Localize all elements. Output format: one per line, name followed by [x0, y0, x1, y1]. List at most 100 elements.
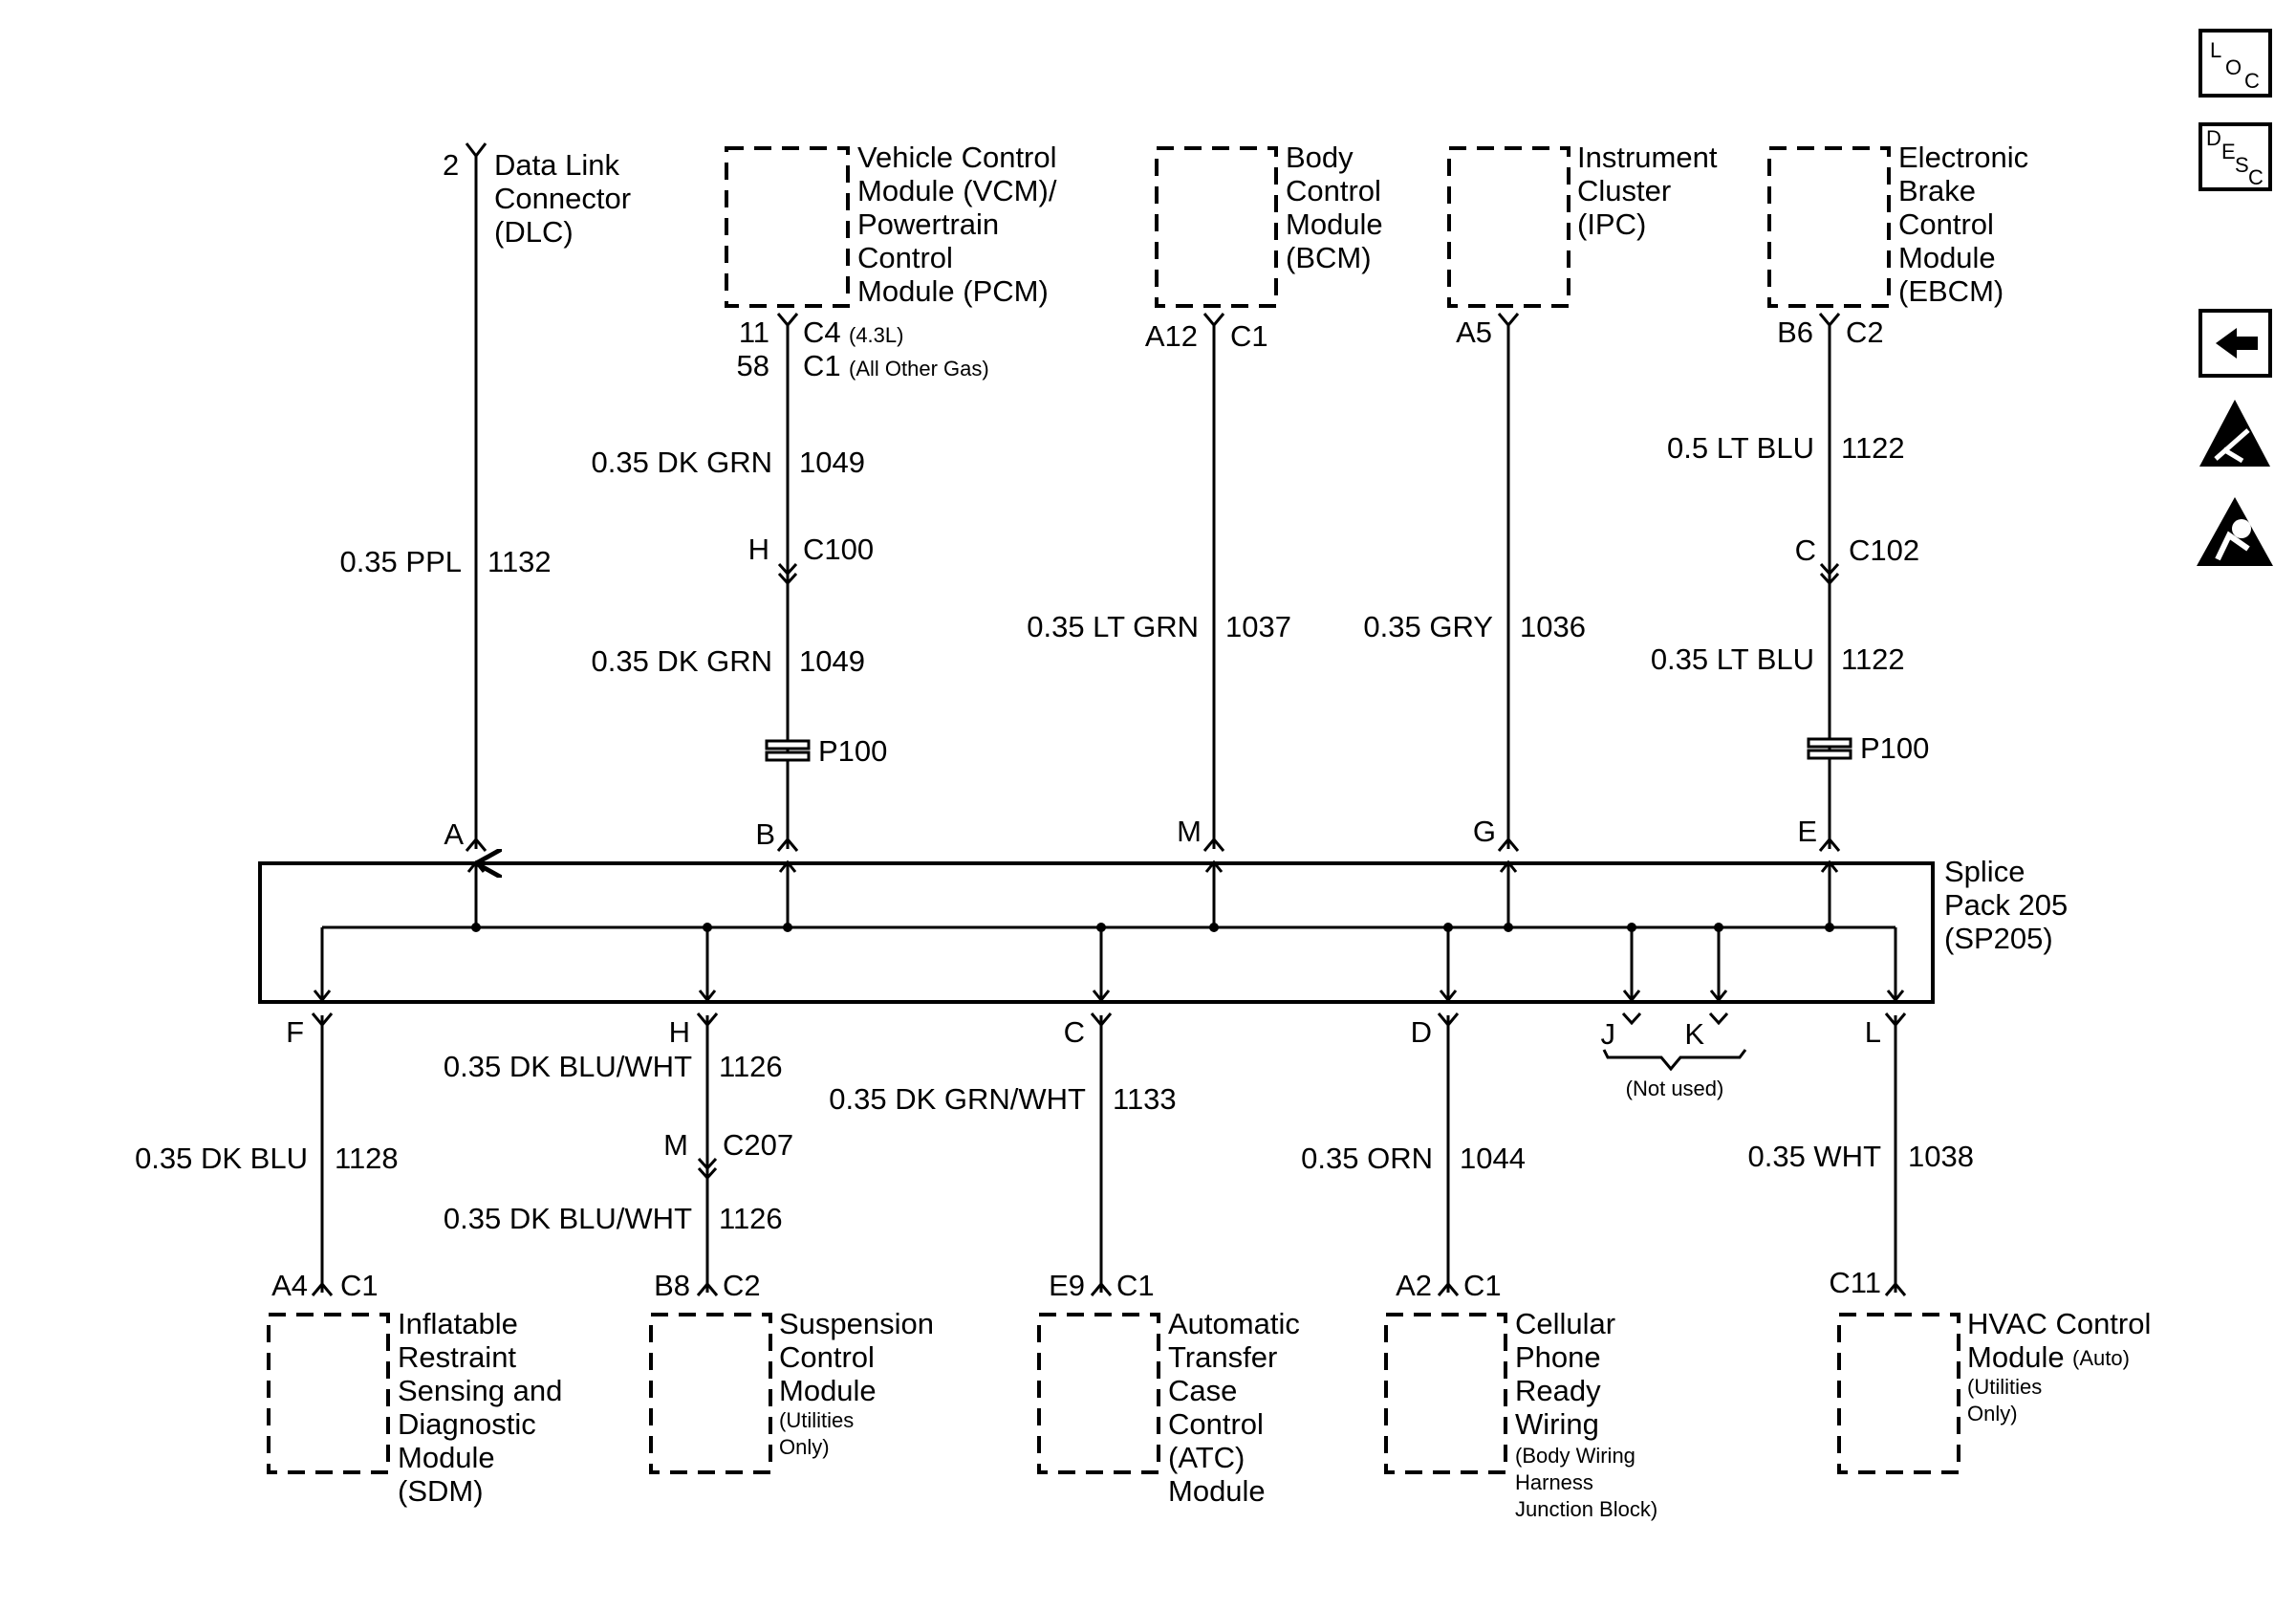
hvac-module-box [1837, 1313, 1960, 1474]
circuit-number: 1126 [719, 1202, 783, 1235]
circuit-number: 1122 [1841, 642, 1905, 676]
circuit-number: 1132 [487, 545, 552, 578]
cellular-labels: D 0.35 ORN 1044 A2 C1 Cellular Phone Rea… [1301, 1015, 1657, 1521]
splice-pack-box [258, 861, 1935, 1004]
sdm-module-box [267, 1313, 390, 1474]
wire-size: 0.35 PPL [339, 545, 462, 578]
splice-pin: H [669, 1015, 690, 1049]
pin-label: 58 [737, 349, 769, 382]
module-name: Transfer [1168, 1340, 1277, 1374]
splice-pin: D [1411, 1015, 1432, 1049]
module-name: Module (PCM) [857, 274, 1049, 308]
module-name: Phone [1515, 1340, 1601, 1374]
ebcm-module-box [1767, 146, 1891, 308]
sdm-labels: F 0.35 DK BLU 1128 A4 C1 Inflatable Rest… [135, 1015, 562, 1508]
module-note: Only) [779, 1435, 830, 1459]
module-note: (Auto) [2072, 1346, 2130, 1370]
module-name: Brake [1898, 174, 1976, 207]
module-note: (Utilities [1967, 1375, 2042, 1399]
not-used-bracket [1602, 1049, 1747, 1072]
splice-pin: F [286, 1015, 304, 1049]
circuit-number: 1036 [1520, 610, 1586, 643]
module-name: Suspension [779, 1307, 934, 1340]
suspension-module-box [649, 1313, 772, 1474]
loc-letter: O [2225, 55, 2242, 79]
module-name: Restraint [398, 1340, 516, 1374]
splice-pin: E [1797, 815, 1817, 848]
module-note: Harness [1515, 1470, 1593, 1494]
wire-size: 0.35 DK BLU [135, 1142, 308, 1175]
dlc-labels: 2 Data Link Connector (DLC) 0.35 PPL 113… [339, 148, 631, 851]
module-name: Module [1168, 1474, 1266, 1508]
atc-labels: C 0.35 DK GRN/WHT 1133 E9 C1 Automatic T… [829, 1015, 1300, 1508]
module-name: Body [1286, 141, 1354, 174]
module-note: Only) [1967, 1402, 2018, 1425]
inline-pin: M [663, 1128, 688, 1162]
module-name: Cellular [1515, 1307, 1615, 1340]
circuit-number: 1128 [335, 1142, 399, 1175]
module-name: Vehicle Control [857, 141, 1057, 174]
splice-pin: A [444, 817, 464, 851]
airbag-warning-icon[interactable] [2197, 497, 2273, 566]
circuit-number: 1049 [799, 446, 865, 479]
module-name: Module [1286, 207, 1383, 241]
module-name: Control [1898, 207, 1994, 241]
module-name: Automatic [1168, 1307, 1300, 1340]
ebcm-labels: Electronic Brake Control Module (EBCM) B… [1651, 141, 2028, 848]
connector-note: (4.3L) [849, 323, 903, 347]
passthru-p100 [765, 739, 811, 751]
module-name: Control [857, 241, 953, 274]
module-name: Electronic [1898, 141, 2028, 174]
module-note: (Body Wiring [1515, 1444, 1635, 1468]
desc-letter: S [2235, 153, 2249, 177]
splice-pin: K [1684, 1017, 1704, 1051]
location-button[interactable]: L O C [2199, 29, 2272, 98]
pin-label: E9 [1049, 1269, 1085, 1302]
connector-c102 [1819, 562, 1840, 586]
module-name: Control [1286, 174, 1381, 207]
module-name: (EBCM) [1898, 274, 2004, 308]
splice-pin: B [755, 817, 775, 851]
circuit-number: 1044 [1460, 1142, 1526, 1175]
connector-label: C4 [803, 315, 841, 349]
splice-name: Splice [1944, 855, 2025, 888]
passthru-label: P100 [1860, 731, 1929, 765]
back-arrow-icon[interactable] [2199, 309, 2272, 378]
module-name: Control [779, 1340, 875, 1374]
pcm-labels: Vehicle Control Module (VCM)/ Powertrain… [591, 141, 1056, 851]
loc-letter: L [2210, 38, 2221, 62]
circuit-number: 1133 [1113, 1082, 1177, 1116]
passthru-p100-ebcm [1807, 737, 1852, 749]
circuit-number: 1049 [799, 644, 865, 678]
inline-pin: C [1795, 533, 1816, 567]
module-name: Ready [1515, 1374, 1601, 1407]
splice-pin: G [1473, 815, 1496, 848]
module-name: Module [398, 1441, 495, 1474]
pin-label: A4 [271, 1269, 308, 1302]
connector-label: C2 [1846, 315, 1884, 349]
unused-pins-labels: J K (Not used) [1601, 1017, 1724, 1100]
module-name: (SDM) [398, 1474, 484, 1508]
module-name: HVAC Control [1967, 1307, 2151, 1340]
atc-module-box [1037, 1313, 1160, 1474]
desc-letter: C [2248, 165, 2264, 189]
connector-c207 [697, 1157, 718, 1181]
module-name: Control [1168, 1407, 1264, 1441]
description-button[interactable]: D E S C [2199, 122, 2272, 191]
connector-label: C1 [340, 1269, 379, 1302]
connector-label: C1 [1463, 1269, 1502, 1302]
ipc-module-box [1447, 146, 1570, 308]
wire-size: 0.35 DK GRN [591, 446, 772, 479]
module-name: Module [1967, 1340, 2065, 1374]
module-name: Module (VCM)/ [857, 174, 1057, 207]
module-name: Module [1898, 241, 1996, 274]
splice-name: Pack 205 [1944, 888, 2068, 922]
cellular-module-box [1384, 1313, 1507, 1474]
module-name: Wiring [1515, 1407, 1599, 1441]
esd-warning-icon[interactable] [2199, 400, 2270, 467]
module-note: (Utilities [779, 1408, 854, 1432]
circuit-number: 1037 [1225, 610, 1291, 643]
pin-label: C11 [1829, 1266, 1881, 1299]
circuit-number: 1126 [719, 1050, 783, 1083]
